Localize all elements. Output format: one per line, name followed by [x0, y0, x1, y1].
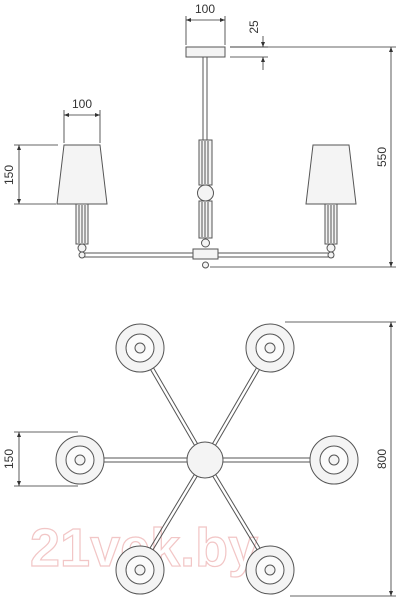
top-shade-4 [309, 435, 359, 485]
shade-height-label: 150 [2, 165, 16, 185]
side-dimensions [14, 16, 396, 268]
shade-left [56, 144, 108, 205]
canopy [185, 46, 226, 58]
center-ball [197, 184, 214, 202]
total-diameter-label: 800 [375, 449, 389, 469]
top-shade-6 [245, 545, 295, 595]
top-shade-5 [115, 545, 165, 595]
top-hub [186, 441, 224, 479]
shade-diameter-label: 150 [2, 449, 16, 469]
top-shade-3 [55, 435, 105, 485]
shade-width-label: 100 [72, 97, 92, 111]
shade-right [305, 144, 357, 205]
canopy-height-label: 25 [247, 20, 261, 34]
top-shade-1 [115, 323, 165, 373]
total-height-label: 550 [375, 147, 389, 167]
hub [192, 248, 219, 260]
top-view [55, 323, 359, 595]
top-shade-2 [245, 323, 295, 373]
top-dimensions [14, 321, 396, 597]
side-view [56, 46, 357, 269]
canopy-width-label: 100 [195, 2, 215, 16]
